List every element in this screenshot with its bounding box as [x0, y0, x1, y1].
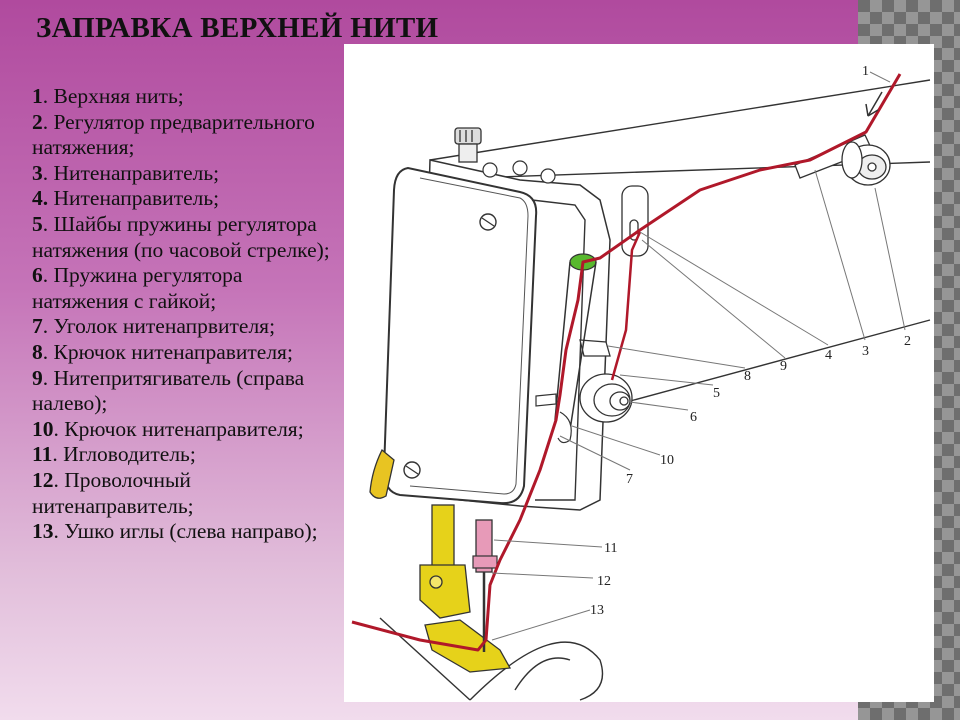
callout-13: 13 [590, 603, 604, 618]
pretension-regulator [794, 134, 891, 186]
parts-legend: 1. Верхняя нить; 2. Регулятор предварите… [32, 84, 332, 545]
callout-9: 9 [780, 359, 787, 374]
callout-11: 11 [604, 541, 617, 556]
threading-diagram: 1 2 3 4 5 6 7 8 9 10 11 12 13 [351, 64, 931, 701]
callout-8: 8 [744, 369, 751, 384]
callout-3: 3 [862, 344, 869, 359]
callout-2: 2 [904, 334, 911, 349]
head-cover [382, 159, 611, 511]
arrow-icon [865, 91, 883, 117]
lever-tab [369, 448, 395, 499]
presser-foot [419, 564, 512, 673]
legend-item: 6. Пружина регулятора натяжения с гайкой… [32, 263, 243, 313]
callout-4: 4 [825, 348, 832, 363]
callout-1: 1 [862, 64, 869, 79]
callout-leaders [491, 71, 906, 641]
legend-item: 8. Крючок нитенаправителя; [32, 339, 293, 364]
thread-hook [535, 393, 572, 444]
legend-item: 11. Игловодитель; [32, 442, 196, 467]
callout-10: 10 [660, 453, 674, 468]
callout-6: 6 [690, 410, 697, 425]
legend-item: 12. Проволочный нитенаправитель; [32, 467, 194, 518]
callout-5: 5 [713, 386, 720, 401]
upper-thread [351, 73, 902, 652]
tension-assembly [579, 339, 633, 423]
top-knob [454, 127, 482, 163]
legend-item: 2. Регулятор предварительного натяжения; [32, 109, 315, 160]
machine-bed [379, 617, 604, 701]
legend-item: 5. Шайбы пружины регулятора натяжения (п… [32, 211, 330, 262]
callout-12: 12 [597, 574, 611, 589]
legend-item: 7. Уголок нитенапрвителя; [32, 314, 276, 339]
legend-item: 10. Крючок нитенаправителя; [32, 416, 304, 441]
legend-item: 3. Нитенаправитель; [32, 160, 220, 185]
legend-item: 1. Верхняя нить; [32, 84, 184, 108]
legend-item: 4. Нитенаправитель; [32, 186, 220, 211]
legend-item: 13. Ушко иглы (слева направо); [32, 519, 318, 544]
callout-7: 7 [626, 472, 633, 487]
legend-item: 9. Нитепритягиватель (справа налево); [32, 365, 305, 416]
diagram-panel: 1 2 3 4 5 6 7 8 9 10 11 12 13 [344, 44, 934, 702]
slide-title: ЗАПРАВКА ВЕРХНЕЙ НИТИ [36, 12, 439, 44]
